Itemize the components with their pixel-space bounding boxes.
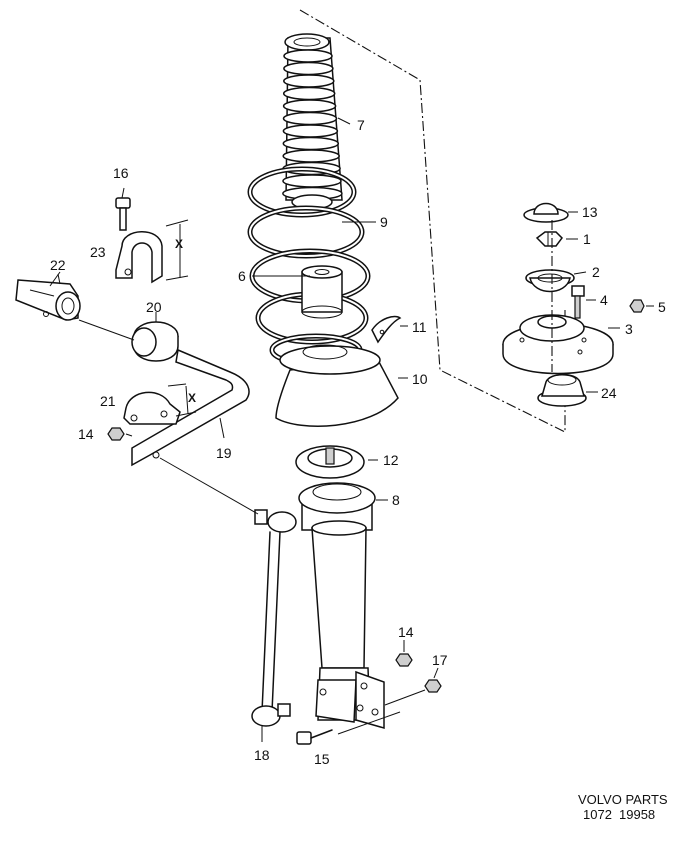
bushing-24 xyxy=(537,373,598,407)
boot-ring xyxy=(282,124,339,138)
callout-15: 15 xyxy=(314,751,330,767)
boot-ring xyxy=(283,74,335,88)
callout-23: 23 xyxy=(90,244,106,260)
callout-1: 1 xyxy=(583,231,591,247)
boot-ring xyxy=(282,136,340,151)
footer-code-right: 19958 xyxy=(619,807,655,822)
callout-10: 10 xyxy=(412,371,428,387)
callout-12: 12 xyxy=(383,452,399,468)
bracket-22 xyxy=(15,271,81,321)
dust-boot xyxy=(282,33,343,210)
bracket-21 xyxy=(123,383,197,425)
callout-13: 13 xyxy=(582,204,598,220)
nut-1 xyxy=(535,231,578,247)
shock-absorber xyxy=(298,482,385,729)
callout-21: 21 xyxy=(100,393,116,409)
callout-18: 18 xyxy=(254,747,270,763)
callout-20: 20 xyxy=(146,299,162,315)
callout-5: 5 xyxy=(658,299,666,315)
upper-strut-mount-3 xyxy=(502,314,620,375)
spring-coil xyxy=(249,207,363,257)
boot-ring xyxy=(282,86,336,101)
boot-ring xyxy=(282,174,342,188)
leader-lines xyxy=(57,117,439,742)
callout-14-left: 14 xyxy=(78,426,94,442)
drop-link-18 xyxy=(251,509,297,727)
callout-24: 24 xyxy=(601,385,617,401)
callout-6: 6 xyxy=(238,268,246,284)
lower-spring-seat xyxy=(275,344,408,427)
assembly-boundary-line xyxy=(299,9,566,433)
bracket-23 xyxy=(115,219,189,284)
bolt-16 xyxy=(115,197,131,231)
callout-11: 11 xyxy=(412,319,427,335)
callout-14-right: 14 xyxy=(398,624,414,640)
callout-4: 4 xyxy=(600,292,608,308)
footer-brand: VOLVO PARTS xyxy=(578,792,668,807)
boot-ring xyxy=(283,49,333,63)
nut-14-left xyxy=(107,427,125,441)
callout-7: 7 xyxy=(357,117,365,133)
nut-14-right xyxy=(395,653,413,667)
boot-ring xyxy=(283,61,334,76)
cap-13 xyxy=(523,202,578,223)
callout-19: 19 xyxy=(216,445,232,461)
anti-roll-bar-19 xyxy=(131,348,250,467)
callout-17: 17 xyxy=(432,652,448,668)
callout-8: 8 xyxy=(392,492,400,508)
spring-coil xyxy=(249,168,355,216)
boot-ring xyxy=(282,149,340,163)
bolt-15 xyxy=(296,729,333,745)
nut-17 xyxy=(424,679,442,693)
boot-ring xyxy=(282,99,337,113)
spring-seat-ring xyxy=(295,445,365,479)
boot-ring xyxy=(282,111,338,126)
bump-stop xyxy=(301,265,343,319)
bolt-4 xyxy=(571,285,596,319)
callout-3: 3 xyxy=(625,321,633,337)
bushing-20 xyxy=(131,312,179,362)
footer-code-left: 1072 xyxy=(583,807,612,822)
spring-clip xyxy=(371,315,408,344)
callout-22: 22 xyxy=(50,257,66,273)
callout-labels: 1 2 3 4 5 6 7 8 9 10 11 12 13 14 14 15 1… xyxy=(50,117,666,767)
callout-2: 2 xyxy=(592,264,600,280)
washer-2 xyxy=(525,269,587,293)
dimension-x-upper: X xyxy=(175,237,183,251)
callout-9: 9 xyxy=(380,214,388,230)
callout-16: 16 xyxy=(113,165,129,181)
dimension-x-lower: X xyxy=(188,391,196,405)
nut-5 xyxy=(629,299,654,313)
